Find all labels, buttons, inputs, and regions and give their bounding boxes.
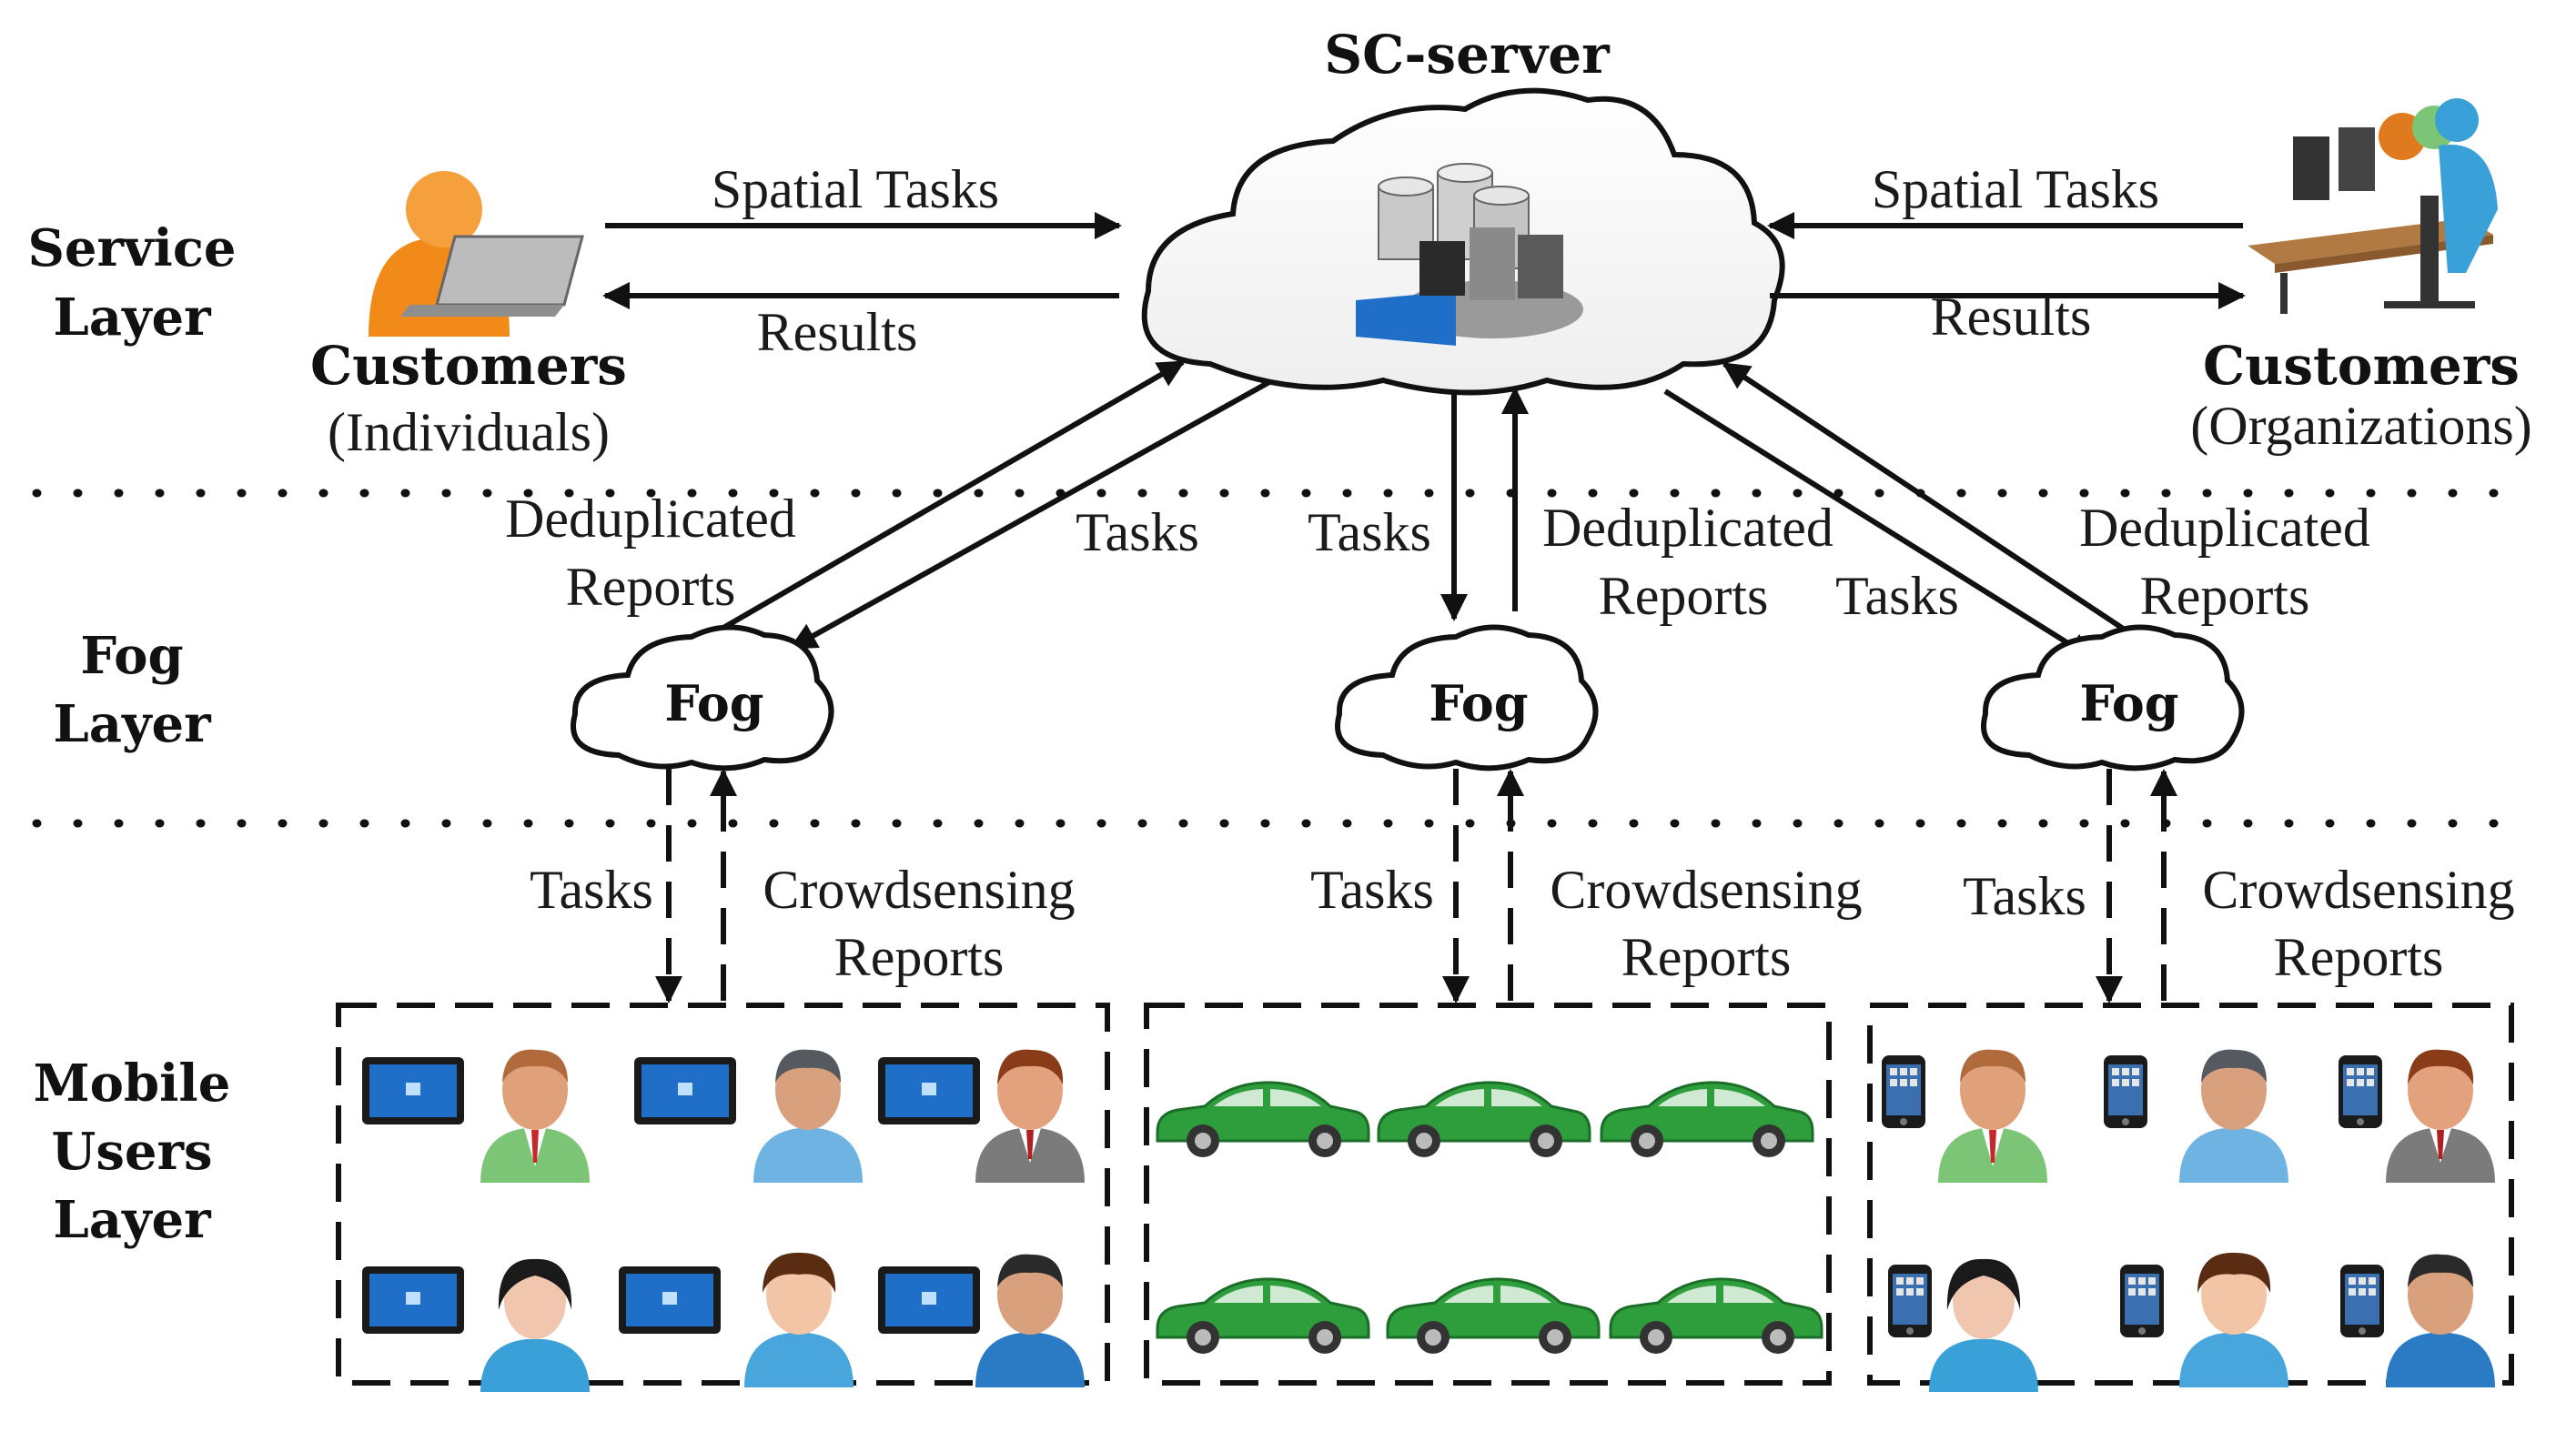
car-icon: [1386, 1277, 1601, 1356]
user-icon: [975, 1049, 1085, 1183]
label-left-mobile-tasks: Tasks: [530, 860, 653, 920]
label-right-crowdsensing-reports: Reports: [2274, 927, 2444, 987]
user-icon: [1938, 1049, 2047, 1183]
fog-left-label: Fog: [664, 674, 763, 732]
user-icon: [2179, 1252, 2288, 1387]
label-center-dedup-line1: Deduplicated: [1542, 498, 1834, 558]
phone-icon: [2120, 1265, 2164, 1337]
car-icon: [1156, 1277, 1370, 1356]
mobile-group-tablets: [336, 1003, 1110, 1386]
car-icon: [1600, 1081, 1814, 1159]
label-left-crowdsensing-reports: Reports: [834, 927, 1005, 987]
mobile-group-vehicles: [1144, 1003, 1832, 1386]
fog-right-label: Fog: [2079, 674, 2178, 732]
user-icon: [1929, 1258, 2038, 1392]
user-icon: [2179, 1049, 2288, 1183]
customer-individual-icon: [369, 171, 584, 337]
user-icon: [480, 1258, 590, 1392]
arrow-right-fog-tasks-down: [1663, 388, 2096, 661]
user-icon: [2386, 1254, 2495, 1387]
fog-center-label: Fog: [1429, 674, 1528, 732]
label-right-dedup-line2: Reports: [2140, 566, 2310, 626]
label-left-dedup-line1: Deduplicated: [505, 489, 796, 549]
tablet-users: [362, 1049, 1085, 1392]
tablet-icon: [619, 1266, 721, 1334]
label-right-dedup-line1: Deduplicated: [2079, 498, 2370, 558]
database-server-icon: [1356, 163, 1583, 346]
customer-left-subtitle: (Individuals): [328, 402, 610, 462]
customer-left-title: Customers: [310, 335, 627, 397]
fog-mobile-links-center: Tasks Crowdsensing Reports: [1310, 769, 1863, 1003]
mobile-layer-label-line3: Layer: [53, 1190, 212, 1250]
user-icon: [480, 1049, 590, 1183]
user-icon: [753, 1049, 863, 1183]
label-left-dedup-line2: Reports: [566, 557, 736, 617]
phone-icon: [1882, 1055, 1925, 1128]
label-left-spatial-tasks: Spatial Tasks: [712, 159, 999, 219]
phone-users: [1882, 1049, 2495, 1392]
tablet-icon: [362, 1057, 464, 1124]
arrow-right-fog-reports-up: [1722, 361, 2154, 650]
arrow-left-fog-reports-up: [722, 359, 1186, 630]
service-layer-label-line2: Layer: [53, 287, 212, 348]
label-left-results: Results: [757, 302, 918, 362]
fog-node-left: Fog: [571, 624, 834, 771]
tablet-icon: [634, 1057, 736, 1124]
customer-organization-icon: [2248, 98, 2498, 314]
label-center-mobile-tasks: Tasks: [1310, 860, 1434, 920]
tablet-icon: [878, 1057, 980, 1124]
label-left-crowdsensing: Crowdsensing: [763, 860, 1075, 920]
fog-node-right: Fog: [1981, 624, 2245, 771]
label-right-tasks: Tasks: [1835, 566, 1959, 626]
mobile-layer-label-line1: Mobile: [34, 1054, 231, 1114]
fog-mobile-links-left: Tasks Crowdsensing Reports: [530, 769, 1076, 1003]
label-center-crowdsensing-reports: Reports: [1621, 927, 1792, 987]
label-left-tasks: Tasks: [1076, 502, 1199, 562]
fog-layer-label-line2: Layer: [53, 694, 212, 754]
sc-server-title: SC-server: [1324, 24, 1611, 86]
mobile-layer-label-line2: Users: [51, 1122, 212, 1182]
fog-layer-label-line1: Fog: [80, 626, 183, 686]
car-icon: [1156, 1081, 1370, 1159]
label-center-tasks: Tasks: [1308, 502, 1431, 562]
fog-mobile-links-right: Tasks Crowdsensing Reports: [1963, 769, 2515, 1003]
label-right-crowdsensing: Crowdsensing: [2202, 860, 2514, 920]
phone-icon: [2104, 1055, 2147, 1128]
label-right-mobile-tasks: Tasks: [1963, 866, 2086, 926]
label-center-dedup-line2: Reports: [1599, 566, 1769, 626]
car-icon: [1609, 1277, 1823, 1356]
phone-icon: [1888, 1265, 1932, 1337]
label-right-results: Results: [1931, 287, 2092, 347]
phone-icon: [2340, 1265, 2384, 1337]
arrow-left-fog-tasks-down: [789, 379, 1271, 650]
customer-right-subtitle: (Organizations): [2190, 396, 2531, 456]
user-icon: [744, 1252, 854, 1387]
customer-right-title: Customers: [2203, 335, 2520, 397]
car-icon: [1377, 1081, 1591, 1159]
label-right-spatial-tasks: Spatial Tasks: [1872, 159, 2159, 219]
label-center-crowdsensing: Crowdsensing: [1550, 860, 1862, 920]
fog-node-center: Fog: [1335, 624, 1599, 771]
user-icon: [2386, 1049, 2495, 1183]
tablet-icon: [878, 1266, 980, 1334]
phone-icon: [2339, 1055, 2382, 1128]
vehicle-users: [1156, 1081, 1823, 1356]
user-icon: [975, 1254, 1085, 1387]
tablet-icon: [362, 1266, 464, 1334]
service-layer-label-line1: Service: [27, 218, 236, 278]
